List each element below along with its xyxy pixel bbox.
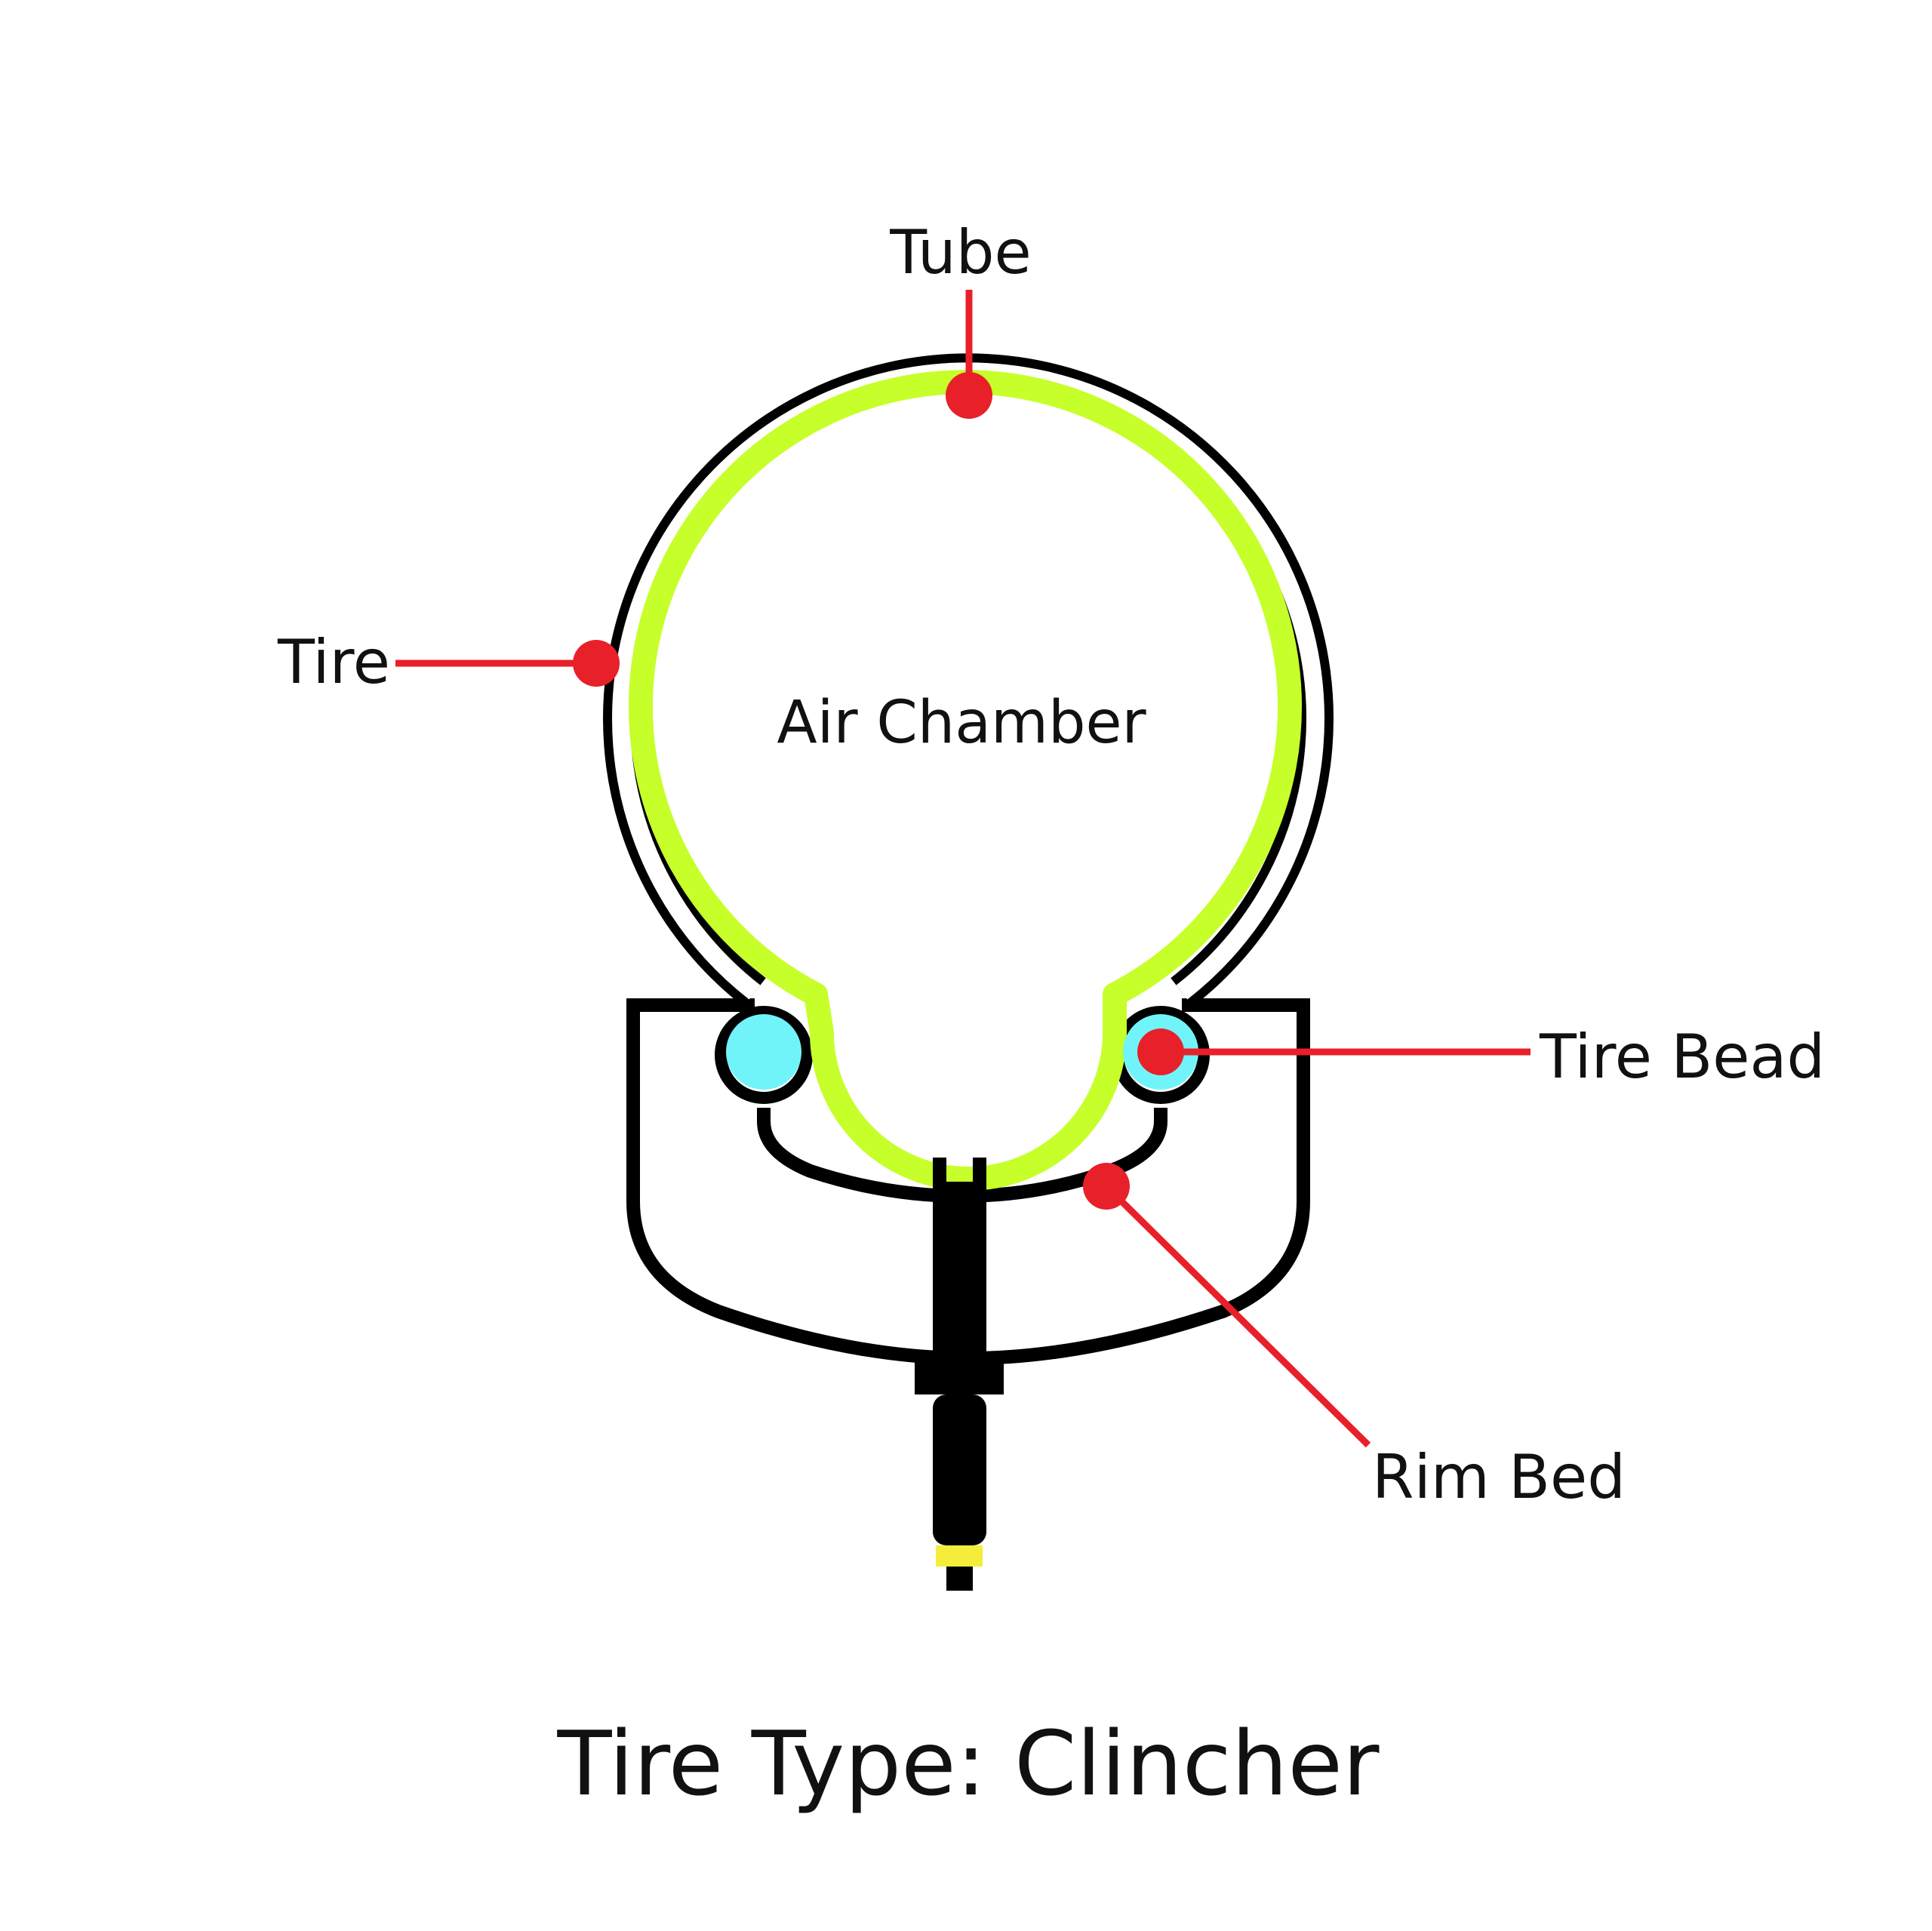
valve-stem — [915, 1158, 1004, 1591]
rim-bed-marker — [1083, 1163, 1130, 1210]
inner-tube — [629, 370, 1302, 1191]
tire-bead-label: Tire Bead — [1539, 1022, 1825, 1092]
rim-bed-label: Rim Bed — [1372, 1442, 1626, 1512]
tube-marker — [946, 372, 992, 419]
tire-bead-marker — [1137, 1029, 1184, 1075]
tire-marker — [573, 640, 620, 687]
tire-label: Tire — [277, 627, 390, 697]
tube-label: Tube — [889, 217, 1031, 287]
air-chamber-label: Air Chamber — [777, 689, 1146, 757]
valve-tip — [946, 1567, 973, 1591]
left-tire-bead — [726, 1014, 801, 1090]
valve-band — [936, 1545, 983, 1567]
rim-bed-leader — [1103, 1183, 1371, 1448]
diagram-title: Tire Type: Clincher — [556, 1711, 1380, 1816]
air-chamber — [652, 394, 1278, 1167]
